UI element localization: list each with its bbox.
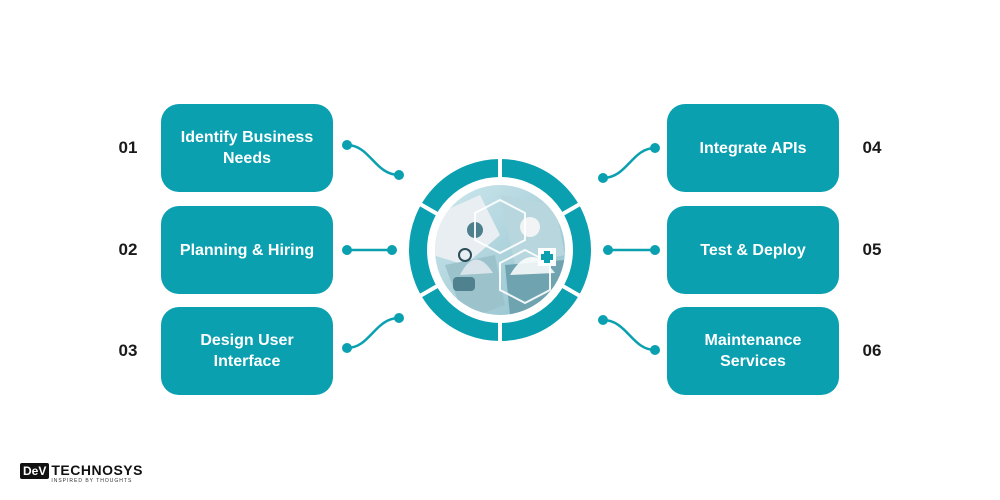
connector-01	[346, 143, 400, 177]
step-number-01: 01	[118, 138, 138, 157]
connector-06	[602, 318, 656, 352]
step-box-06: Maintenance Services	[667, 307, 839, 395]
step-label-04: Integrate APIs	[699, 139, 807, 157]
central-hub	[409, 155, 591, 345]
step-number-06: 06	[862, 341, 882, 360]
step-number-05: 05	[862, 240, 882, 259]
step-box-03: Design User Interface	[161, 307, 333, 395]
step-label-05: Test & Deploy	[700, 241, 806, 259]
step-box-05: Test & Deploy	[667, 206, 839, 294]
connector-03	[346, 316, 400, 350]
step-number-03: 03	[118, 341, 138, 360]
step-label-06: Maintenance Services	[704, 332, 802, 370]
step-label-03: Design User Interface	[200, 332, 294, 370]
logo-tagline: INSPIRED BY THOUGHTS	[51, 478, 133, 484]
step-label-01: Identify Business Needs	[180, 129, 314, 167]
medical-cross-icon	[538, 248, 556, 266]
company-logo: DeV TECHNOSYS INSPIRED BY THOUGHTS	[20, 463, 143, 489]
step-number-04: 04	[862, 138, 882, 157]
medical-photo-collage	[435, 185, 565, 315]
step-box-04: Integrate APIs	[667, 104, 839, 192]
logo-name: TECHNOSYS	[51, 462, 143, 478]
logo-mark: DeV	[20, 463, 50, 479]
step-number-02: 02	[118, 240, 138, 259]
step-label-02: Planning & Hiring	[179, 241, 315, 259]
step-box-01: Identify Business Needs	[161, 104, 333, 192]
connector-04	[602, 146, 656, 180]
step-box-02: Planning & Hiring	[161, 206, 333, 294]
